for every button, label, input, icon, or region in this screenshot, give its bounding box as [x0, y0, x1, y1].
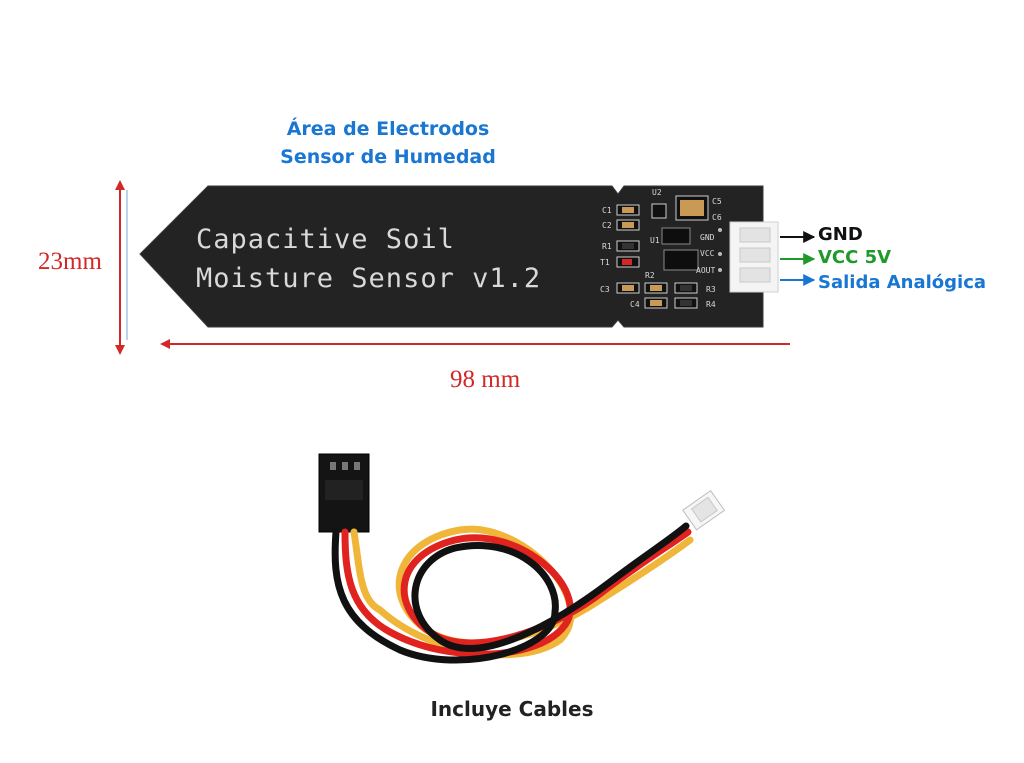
pin-label-gnd: GND — [818, 224, 863, 245]
silk-labels: C1 C2 R1 T1 U1 U2 C5 C6 R2 R3 R4 C3 C4 G… — [600, 188, 722, 309]
board-connector — [729, 221, 779, 293]
electrode-area-label-line1: Área de Electrodos — [286, 118, 490, 140]
silk-label: C4 — [630, 300, 640, 309]
silk-label: U1 — [650, 236, 660, 245]
wire-yellow — [350, 525, 694, 659]
silk-label: C5 — [712, 197, 722, 206]
cable-illustration — [318, 453, 726, 664]
silk-label: C1 — [602, 206, 612, 215]
cable-caption: Incluye Cables — [430, 697, 594, 721]
wire-red — [341, 528, 692, 658]
silk-label: R2 — [645, 271, 655, 280]
silk-label: R1 — [602, 242, 612, 251]
pin-label-vcc: VCC 5V — [818, 247, 892, 268]
jst-connector — [682, 489, 726, 531]
silk-label: T1 — [600, 258, 610, 267]
board-components — [616, 195, 722, 309]
electrode-area-label-line2: Sensor de Humedad — [280, 146, 496, 168]
pin-label-aout: Salida Analógica — [818, 272, 987, 293]
height-dimension-label: 23mm — [38, 248, 102, 275]
silk-label: C2 — [602, 221, 612, 230]
silk-label: VCC — [700, 249, 715, 258]
silk-label: R3 — [706, 285, 716, 294]
board-title-line2: Moisture Sensor v1.2 — [196, 263, 541, 294]
silk-label: U2 — [652, 188, 662, 197]
silk-label: GND — [700, 233, 715, 242]
silk-label: C3 — [600, 285, 610, 294]
silk-label: R4 — [706, 300, 716, 309]
width-dimension-label: 98 mm — [450, 366, 521, 393]
silk-label: C6 — [712, 213, 722, 222]
board-title-line1: Capacitive Soil — [196, 224, 455, 255]
wire-black — [331, 522, 690, 664]
silk-label: AOUT — [696, 266, 715, 275]
